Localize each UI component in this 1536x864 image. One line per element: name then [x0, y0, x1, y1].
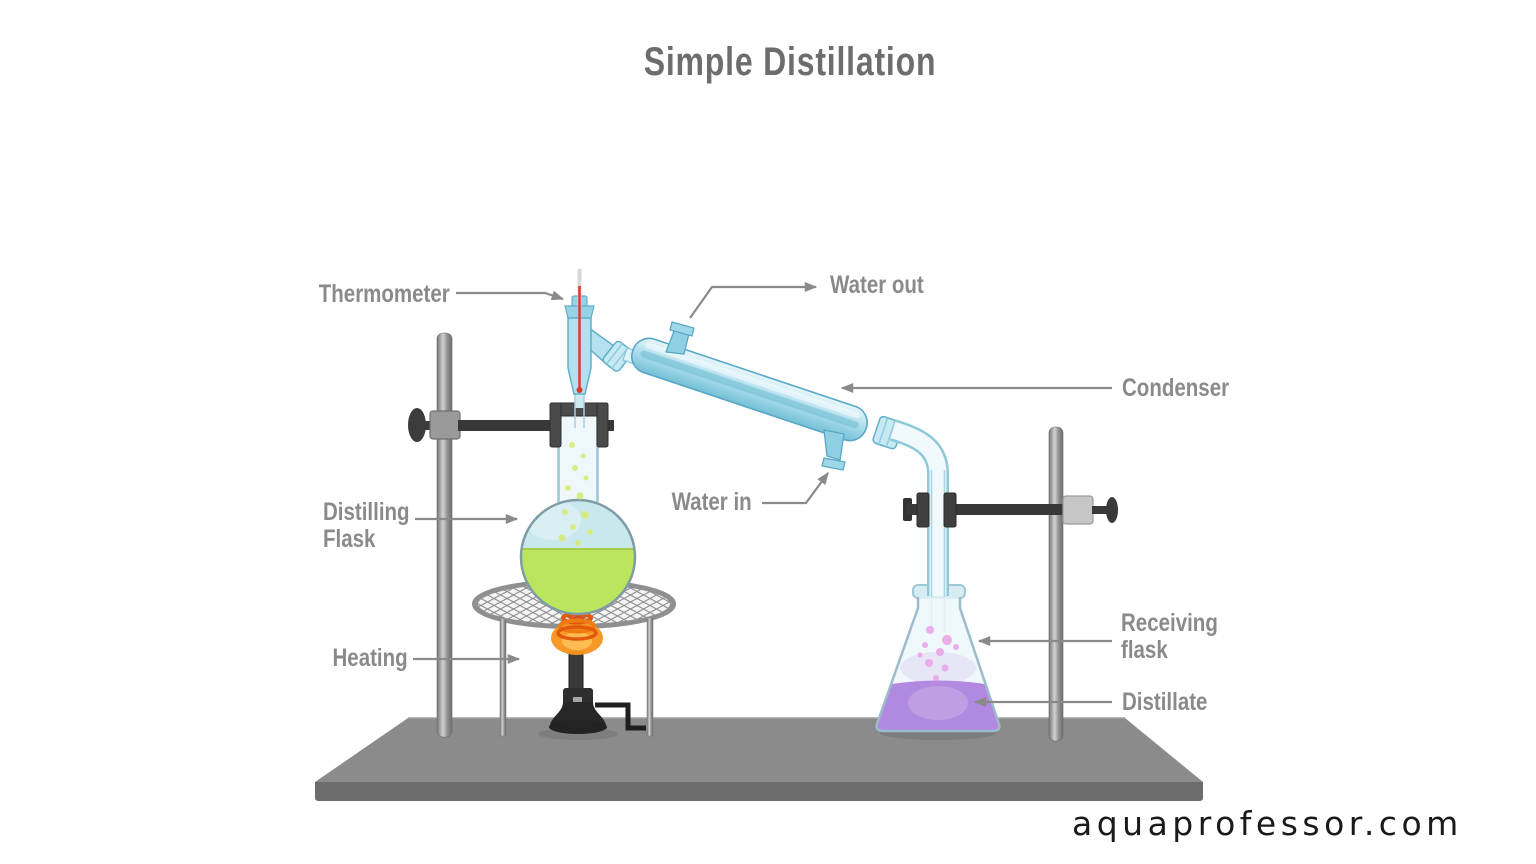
right-clamp-screw	[1092, 506, 1108, 514]
gas-hose	[595, 702, 646, 731]
flame-coil-3	[556, 625, 598, 641]
receiving-flask	[875, 597, 1001, 733]
left-joint-collar	[602, 340, 633, 372]
label-water-out: Water out	[830, 271, 924, 299]
water-in-arrow	[762, 471, 829, 505]
burner-base	[550, 702, 606, 725]
label-thermometer: Thermometer	[318, 280, 450, 308]
left-clamp-boss	[429, 410, 461, 440]
distilling-flask	[519, 413, 637, 616]
right-clamp	[916, 492, 1118, 528]
left-stand	[408, 332, 614, 738]
distillate-liquid	[876, 680, 1000, 731]
delivery-tube-bore	[890, 421, 947, 596]
right-clamp-boss	[1062, 495, 1094, 525]
label-condenser: Condenser	[1122, 374, 1230, 402]
flame-core	[562, 632, 592, 650]
callout-arrows	[413, 282, 1112, 707]
tripod-leg-left	[499, 609, 507, 737]
clamp-jaw-left	[549, 402, 562, 448]
tube-jaw-left	[916, 492, 930, 528]
tube-jaw-right	[943, 492, 957, 528]
burner-barrel	[568, 651, 584, 691]
right-stand-pole	[1048, 426, 1064, 742]
condenser-inner-tube-shade	[640, 350, 859, 429]
label-heating: Heating	[332, 644, 408, 672]
distillate-sheen	[908, 686, 968, 720]
thermometer-arrow	[456, 290, 565, 301]
right-clamp-bar	[906, 504, 1066, 515]
vapour-bubbles	[558, 442, 593, 546]
flask-bulb-outline	[519, 498, 637, 616]
left-stand-pole	[436, 332, 453, 738]
burner-foot	[549, 720, 607, 734]
right-clamp-screw-knob	[1106, 497, 1118, 523]
still-head-tip	[575, 394, 584, 408]
vapour-tint	[900, 652, 976, 684]
left-clamp-bar	[458, 420, 614, 431]
receiving-flask-outline	[875, 597, 1001, 733]
page-title: Simple Distillation	[643, 40, 937, 84]
label-distilling-flask: Distilling Flask	[323, 498, 410, 553]
bench-front-face	[315, 782, 1203, 801]
water-in-port	[823, 429, 845, 461]
label-water-in: Water in	[671, 488, 752, 516]
burner-valve	[573, 697, 582, 706]
tripod-leg-right	[646, 609, 654, 737]
condenser	[631, 321, 904, 471]
flame-coil-2	[558, 618, 596, 634]
water-out-arrow	[689, 282, 818, 319]
flask-neck	[557, 413, 599, 508]
thermometer-bulb	[576, 387, 583, 393]
water-in-port-lip	[821, 457, 846, 471]
left-clamp-knob-stem	[422, 421, 434, 430]
label-distillate: Distillate	[1122, 688, 1208, 716]
label-receiving-flask: Receiving flask	[1121, 609, 1218, 664]
watermark: aquaprofessor.com	[1072, 804, 1463, 843]
water-out-port-lip	[669, 321, 695, 337]
flask-clamp	[549, 402, 609, 448]
clamp-jaw-right	[596, 402, 609, 448]
bunsen-burner	[549, 651, 646, 734]
left-clamp-knob	[408, 408, 426, 442]
condensed-droplets	[917, 626, 959, 681]
right-stand	[903, 426, 1066, 742]
condenser-highlight	[645, 342, 860, 419]
still-head	[564, 269, 616, 428]
